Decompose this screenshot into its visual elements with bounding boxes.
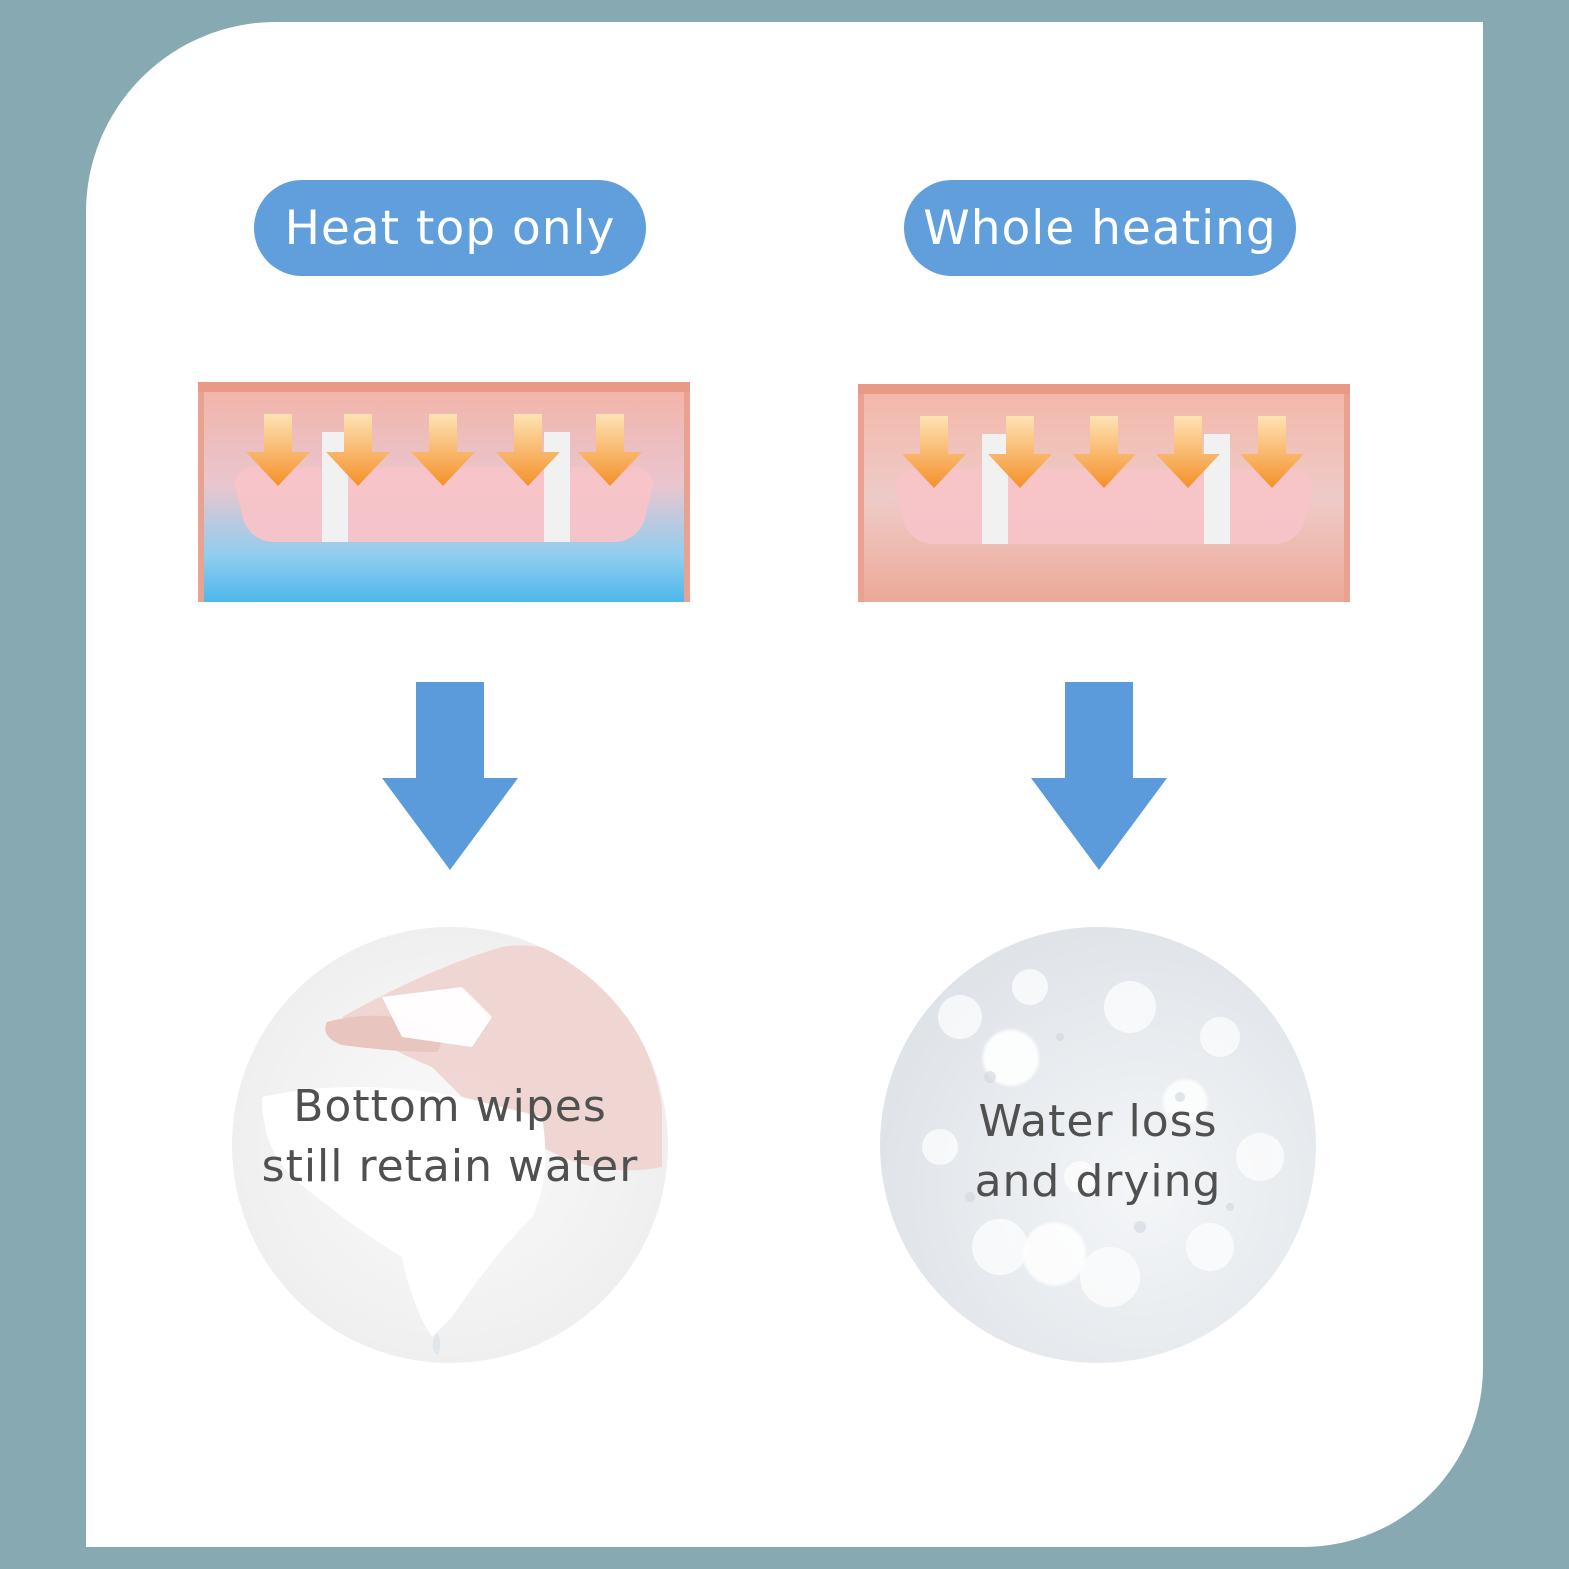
result-text-right: Water loss and drying (880, 1092, 1316, 1212)
column-heat-top-only: Heat top only (86, 22, 786, 1547)
result-circle-wet-wipes: Bottom wipes still retain water (232, 927, 668, 1363)
column-whole-heating: Whole heating (786, 22, 1483, 1547)
result-line-1: Bottom wipes (293, 1081, 607, 1132)
label-text: Whole heating (923, 200, 1277, 256)
result-text-left: Bottom wipes still retain water (232, 1077, 668, 1197)
result-circle-dry-wipes: Water loss and drying (880, 927, 1316, 1363)
dripping-wipe-icon (262, 945, 662, 1355)
label-pill-heat-top-only: Heat top only (254, 180, 646, 276)
comparison-card: Heat top only (86, 22, 1483, 1547)
result-line-2: still retain water (261, 1141, 639, 1192)
result-line-2: and drying (974, 1156, 1222, 1207)
wipe-warmer-whole-heated-icon (858, 384, 1350, 602)
dry-texture-icon (922, 969, 1284, 1307)
label-text: Heat top only (284, 200, 616, 256)
result-line-1: Water loss (978, 1096, 1218, 1147)
down-arrow-icon (382, 682, 518, 870)
down-arrow-icon (1031, 682, 1167, 870)
label-pill-whole-heating: Whole heating (904, 180, 1296, 276)
wipe-warmer-top-heated-icon (198, 382, 690, 602)
